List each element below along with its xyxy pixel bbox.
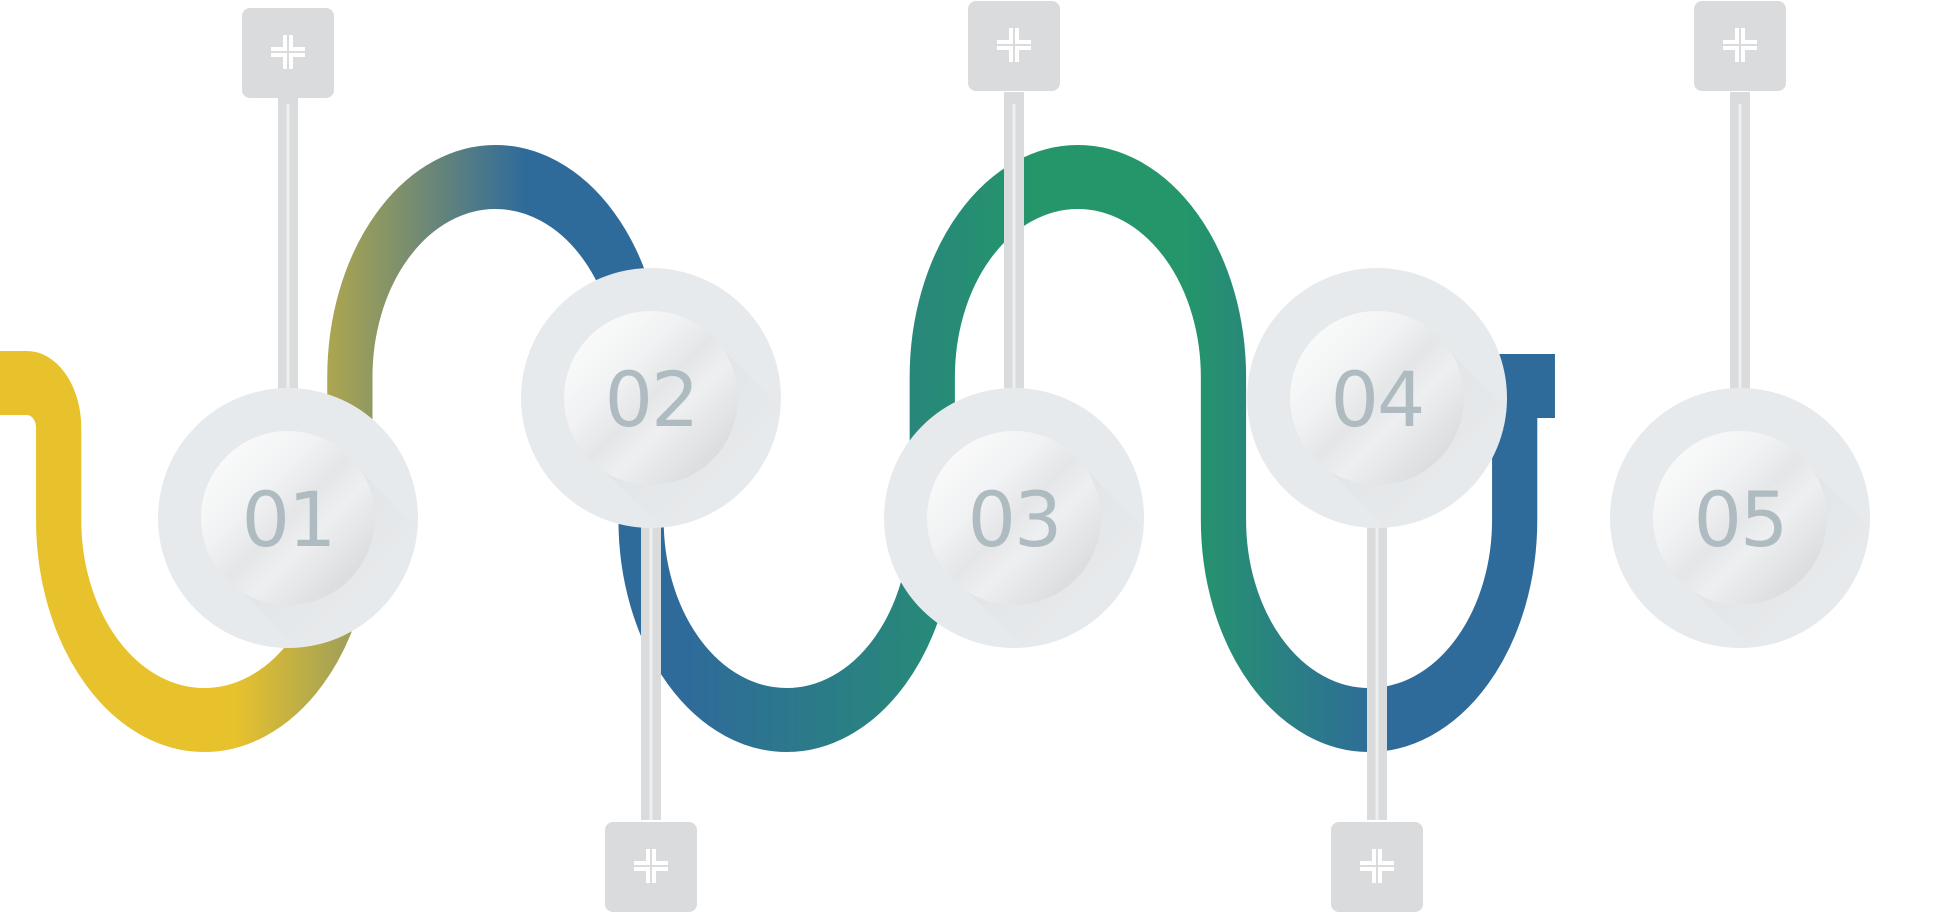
step-01: 01 (158, 8, 418, 648)
timeline-road (0, 145, 1555, 752)
step-pin (1331, 460, 1423, 912)
step-02: 02 (521, 268, 781, 912)
step-ball[interactable] (201, 431, 375, 605)
step-04: 04 (1247, 268, 1507, 912)
step-pin (605, 460, 697, 912)
plus-icon (271, 35, 305, 69)
step-05: 05 (1610, 1, 1870, 648)
step-pin (1694, 1, 1786, 456)
pin-stem-highlight (649, 472, 653, 820)
step-pin (968, 1, 1060, 456)
plus-icon (997, 28, 1031, 62)
step-pin (242, 8, 334, 456)
step-03: 03 (884, 1, 1144, 648)
step-ball[interactable] (564, 311, 738, 485)
timeline-steps: 01 02 03 04 05 (158, 1, 1870, 912)
step-ball[interactable] (1653, 431, 1827, 605)
step-number: 03 (968, 475, 1061, 564)
step-ball[interactable] (1290, 311, 1464, 485)
step-number: 01 (242, 475, 335, 564)
step-number: 05 (1694, 475, 1787, 564)
plus-icon (1723, 28, 1757, 62)
pin-stem-highlight (1738, 104, 1742, 456)
step-number: 04 (1331, 355, 1424, 444)
pin-stem-highlight (1375, 472, 1379, 820)
pin-stem-highlight (286, 104, 290, 456)
step-number: 02 (605, 355, 698, 444)
step-ball[interactable] (927, 431, 1101, 605)
plus-icon (1360, 849, 1394, 883)
pin-stem-highlight (1012, 104, 1016, 456)
plus-icon (634, 849, 668, 883)
